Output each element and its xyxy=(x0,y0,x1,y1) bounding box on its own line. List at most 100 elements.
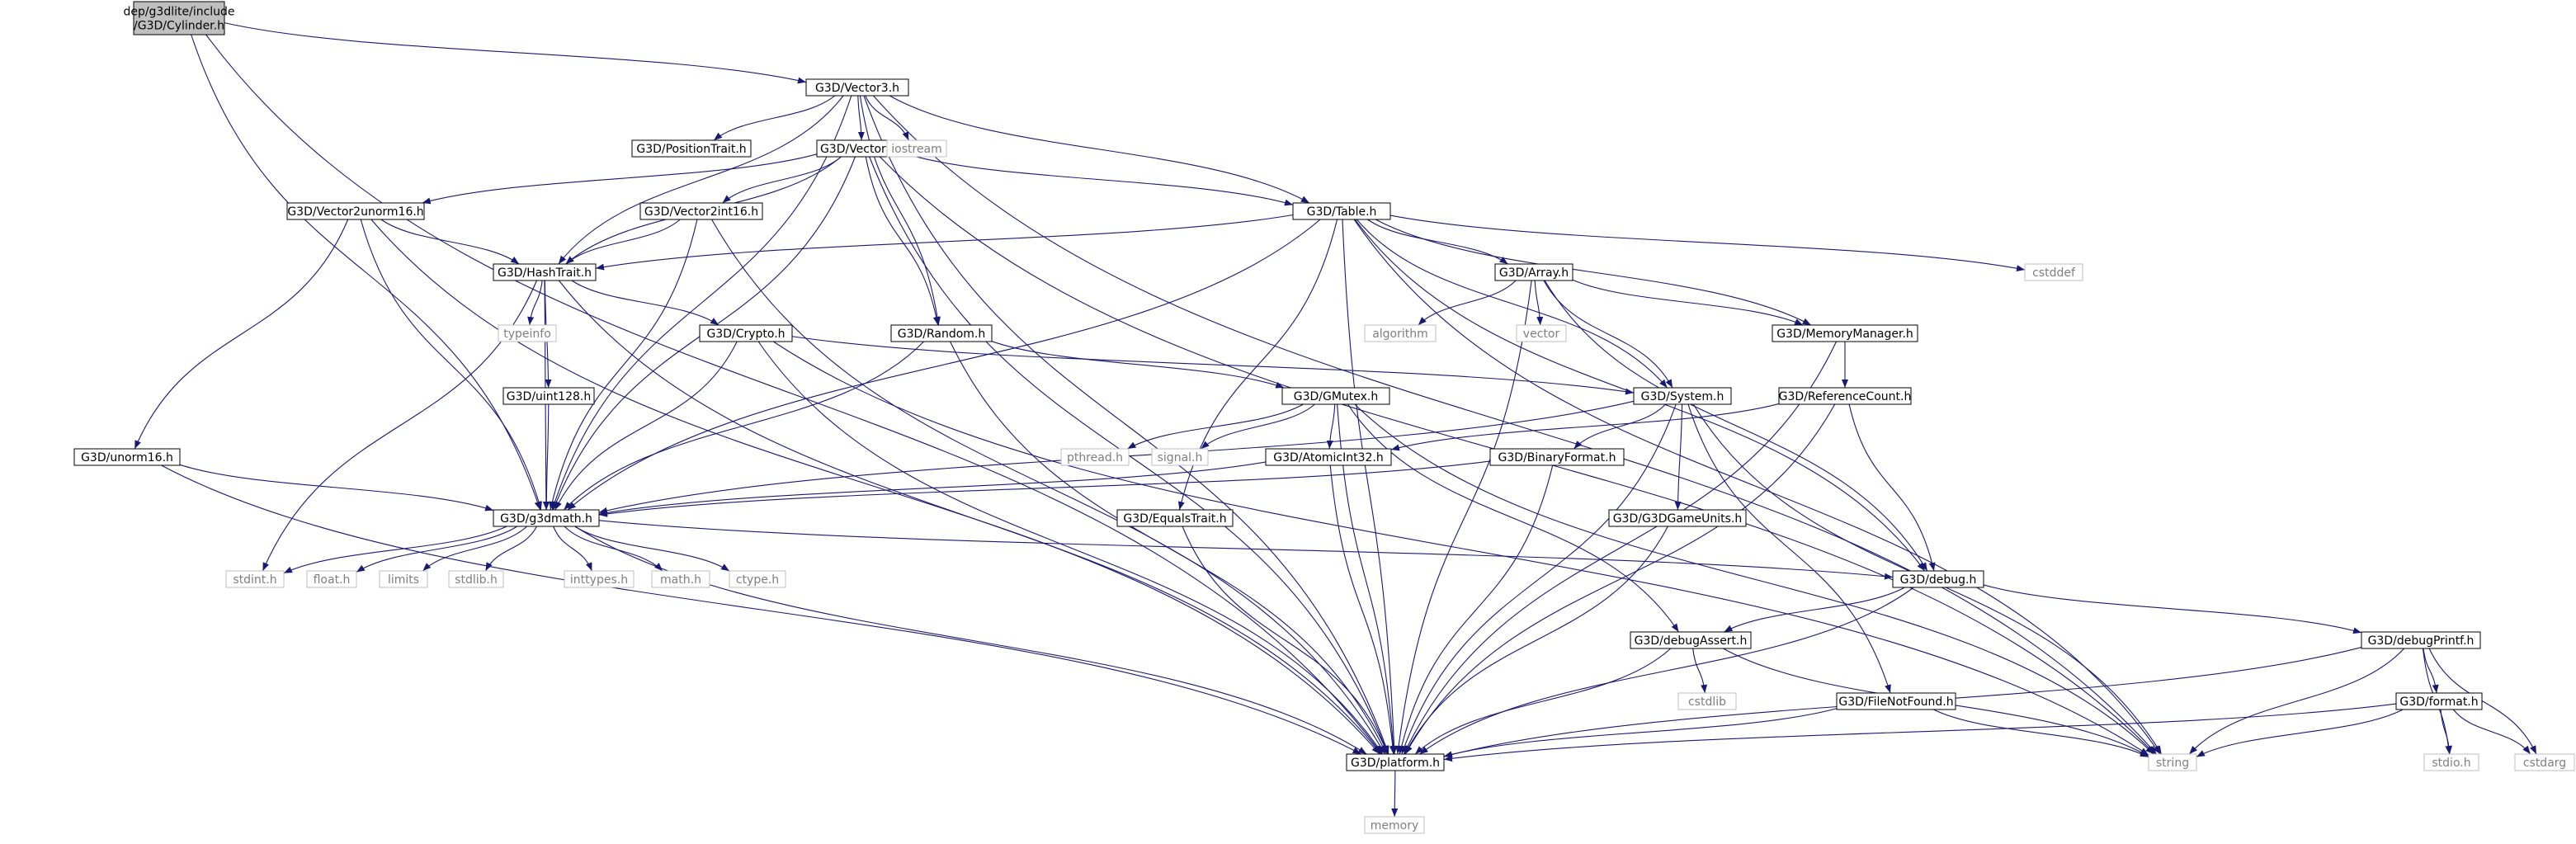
node-vector2unorm16[interactable]: G3D/Vector2unorm16.h xyxy=(286,202,425,220)
node-atomicint32[interactable]: G3D/AtomicInt32.h xyxy=(1265,448,1392,466)
node-format[interactable]: G3D/format.h xyxy=(2395,692,2483,710)
node-label-referencecount: G3D/ReferenceCount.h xyxy=(1779,390,1912,403)
node-label-table: G3D/Table.h xyxy=(1307,205,1377,219)
edge-vector3-to-hashtrait xyxy=(558,95,844,265)
node-label-cstdarg: cstdarg xyxy=(2523,757,2566,770)
node-label-positiontrait: G3D/PositionTrait.h xyxy=(636,143,746,156)
edge-hashtrait-to-stdint xyxy=(262,280,538,572)
edge-g3dmath-to-float xyxy=(356,526,518,573)
edge-vector2int16-to-g3dmath xyxy=(549,219,698,511)
node-label-stdint: stdint.h xyxy=(233,573,276,587)
node-label-root: dep/g3dlite/include xyxy=(123,6,234,19)
node-positiontrait[interactable]: G3D/PositionTrait.h xyxy=(631,139,752,158)
node-uint128[interactable]: G3D/uint128.h xyxy=(502,387,595,405)
node-label-debugprintf: G3D/debugPrintf.h xyxy=(2368,634,2475,648)
edge-vector3-to-string xyxy=(873,95,2157,755)
node-box-stdint xyxy=(225,570,285,588)
node-vector: vector xyxy=(1516,324,1567,342)
node-box-memorymanager xyxy=(1772,324,1918,342)
node-root[interactable]: dep/g3dlite/include/G3D/Cylinder.h xyxy=(123,1,235,35)
edge-table-to-string xyxy=(1353,219,2161,755)
node-unorm16[interactable]: G3D/unorm16.h xyxy=(73,448,181,466)
node-algorithm: algorithm xyxy=(1364,324,1437,342)
node-label-memory: memory xyxy=(1371,819,1419,832)
edge-filenotfound-to-platform xyxy=(1443,708,1838,758)
node-label-debug: G3D/debug.h xyxy=(1900,573,1977,587)
node-label-vector: vector xyxy=(1523,328,1560,341)
edge-uint128-to-g3dmath xyxy=(543,403,550,511)
node-label-root: /G3D/Cylinder.h xyxy=(134,20,224,33)
node-box-filenotfound xyxy=(1836,692,1956,710)
edge-g3dmath-to-stdint xyxy=(283,526,507,574)
node-label-hashtrait: G3D/HashTrait.h xyxy=(498,266,592,280)
node-box-format xyxy=(2395,692,2483,710)
edge-table-to-equalstrait xyxy=(1177,219,1338,511)
node-box-typeinfo xyxy=(498,324,557,342)
node-label-g3dgameunits: G3D/G3DGameUnits.h xyxy=(1613,512,1743,526)
edge-system-to-binaryformat xyxy=(1573,403,1666,450)
node-g3dgameunits[interactable]: G3D/G3DGameUnits.h xyxy=(1608,509,1747,527)
node-platform[interactable]: G3D/platform.h xyxy=(1346,753,1445,771)
node-label-cstddef: cstddef xyxy=(2032,266,2076,280)
node-box-table xyxy=(1292,202,1391,220)
edge-atomicint32-to-platform xyxy=(1329,464,1396,755)
node-hashtrait[interactable]: G3D/HashTrait.h xyxy=(493,263,597,281)
edge-table-to-system xyxy=(1356,219,1668,389)
edge-filenotfound-to-string xyxy=(1933,709,2149,758)
node-box-unorm16 xyxy=(73,448,181,466)
node-label-inttypes: inttypes.h xyxy=(570,573,628,587)
edge-crypto-to-string xyxy=(772,341,2149,756)
edge-g3dmath-to-limits xyxy=(422,526,527,572)
node-limits: limits xyxy=(379,570,428,588)
node-gmutex[interactable]: G3D/GMutex.h xyxy=(1281,387,1390,405)
node-label-unorm16: G3D/unorm16.h xyxy=(81,451,173,464)
edge-debugprintf-to-string xyxy=(2188,648,2405,755)
node-label-limits: limits xyxy=(388,573,419,587)
node-debugprintf[interactable]: G3D/debugPrintf.h xyxy=(2361,631,2481,649)
node-memorymanager[interactable]: G3D/MemoryManager.h xyxy=(1772,324,1918,342)
node-box-array xyxy=(1494,263,1573,281)
node-table[interactable]: G3D/Table.h xyxy=(1292,202,1391,220)
edge-g3dmath-to-stdlib xyxy=(484,526,538,572)
node-box-stdlib xyxy=(448,570,504,588)
node-label-signal: signal.h xyxy=(1158,451,1203,464)
node-box-platform xyxy=(1346,753,1445,771)
node-referencecount[interactable]: G3D/ReferenceCount.h xyxy=(1778,387,1912,405)
edge-system-to-platform xyxy=(1401,403,1677,755)
node-vector3[interactable]: G3D/Vector3.h xyxy=(805,78,909,97)
node-system[interactable]: G3D/System.h xyxy=(1633,387,1732,405)
edge-hashtrait-to-crypto xyxy=(571,280,719,326)
node-debugassert[interactable]: G3D/debugAssert.h xyxy=(1630,631,1752,649)
edge-debug-to-debugprintf xyxy=(1983,584,2362,634)
node-label-math: math.h xyxy=(660,573,701,587)
edge-equalstrait-to-platform xyxy=(1182,526,1389,755)
edge-hashtrait-to-typeinfo xyxy=(527,280,543,326)
node-filenotfound[interactable]: G3D/FileNotFound.h xyxy=(1836,692,1956,710)
node-vector2[interactable]: G3D/Vector2.h xyxy=(816,139,908,158)
node-debug[interactable]: G3D/debug.h xyxy=(1892,570,1984,588)
edge-unorm16-to-platform xyxy=(161,464,1361,755)
edge-vector3-to-positiontrait xyxy=(713,95,836,141)
node-label-vector2int16: G3D/Vector2int16.h xyxy=(644,205,758,219)
edge-table-to-cstddef xyxy=(1389,215,2026,272)
node-float: float.h xyxy=(306,570,357,588)
node-g3dmath[interactable]: G3D/g3dmath.h xyxy=(493,509,600,527)
node-label-string: string xyxy=(2156,757,2189,770)
node-cstddef: cstddef xyxy=(2024,263,2083,281)
edge-table-to-hashtrait xyxy=(595,214,1294,271)
node-label-typeinfo: typeinfo xyxy=(503,328,551,341)
node-vector2int16[interactable]: G3D/Vector2int16.h xyxy=(639,202,763,220)
node-binaryformat[interactable]: G3D/BinaryFormat.h xyxy=(1489,448,1625,466)
node-array[interactable]: G3D/Array.h xyxy=(1494,263,1573,281)
node-box-atomicint32 xyxy=(1265,448,1392,466)
node-box-gmutex xyxy=(1281,387,1390,405)
node-label-uint128: G3D/uint128.h xyxy=(507,390,591,403)
edge-vector2-to-random xyxy=(865,156,940,326)
node-crypto[interactable]: G3D/Crypto.h xyxy=(699,324,793,342)
edge-format-to-stdio xyxy=(2440,709,2453,755)
node-equalstrait[interactable]: G3D/EqualsTrait.h xyxy=(1116,509,1234,527)
node-box-g3dgameunits xyxy=(1608,509,1747,527)
node-box-cstdlib xyxy=(1677,692,1737,710)
node-random[interactable]: G3D/Random.h xyxy=(890,324,993,342)
edge-unorm16-to-g3dmath xyxy=(179,464,494,512)
